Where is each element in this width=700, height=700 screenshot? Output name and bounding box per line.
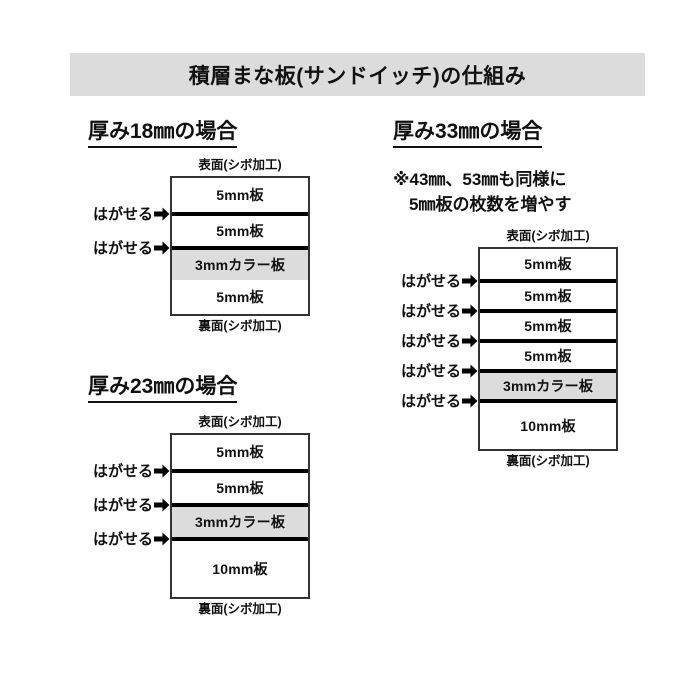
top-face-label-18mm: 表面(シボ加工)	[198, 158, 282, 172]
peelable-callout-thickness-33-4: はがせる	[382, 362, 478, 380]
layer-label: 5mm板	[216, 187, 264, 203]
layer-label: 3mmカラー板	[194, 257, 286, 273]
peelable-callout-thickness-23-2: はがせる	[74, 496, 170, 514]
layer-thickness-23-2: 3mmカラー板	[172, 503, 308, 537]
layer-stack-box-33mm: 5mm板 5mm板 5mm板 5mm板 3mmカラー板 10mm板	[478, 247, 618, 451]
peelable-callout-thickness-23-3: はがせる	[74, 530, 170, 548]
peelable-label: はがせる	[400, 302, 461, 320]
peelable-label: はがせる	[400, 362, 461, 380]
peelable-label: はがせる	[92, 530, 153, 548]
note-33mm: ※43㎜、53㎜も同様に 5㎜板の枚数を増やす	[393, 168, 571, 217]
layer-label: 5mm板	[216, 223, 264, 239]
layer-thickness-23-3: 10mm板	[172, 537, 308, 597]
peelable-label: はがせる	[92, 205, 153, 223]
layer-stack-box-18mm: 5mm板 5mm板 3mmカラー板 5mm板	[170, 176, 310, 316]
section-heading-23mm: 厚み23㎜の場合	[88, 375, 238, 404]
right-arrow-icon	[461, 364, 478, 378]
layer-label: 5mm板	[524, 288, 572, 304]
top-face-label-33mm: 表面(シボ加工)	[506, 229, 590, 243]
bottom-face-label-18mm: 裏面(シボ加工)	[198, 319, 282, 333]
peelable-callout-thickness-18-2: はがせる	[74, 239, 170, 257]
note-line-2: 5㎜板の枚数を増やす	[409, 194, 572, 214]
peelable-callout-thickness-33-5: はがせる	[382, 392, 478, 410]
right-arrow-icon	[153, 241, 170, 255]
layer-stack-box-23mm: 5mm板 5mm板 3mmカラー板 10mm板	[170, 433, 310, 599]
peelable-label: はがせる	[400, 272, 461, 290]
layer-thickness-33-4: 3mmカラー板	[480, 369, 616, 399]
layer-thickness-18-1: 5mm板	[172, 212, 308, 246]
layer-thickness-33-3: 5mm板	[480, 339, 616, 369]
top-face-label-23mm: 表面(シボ加工)	[198, 415, 282, 429]
layer-thickness-33-5: 10mm板	[480, 399, 616, 449]
layer-label: 5mm板	[524, 256, 572, 272]
stack-diagram-23mm: 表面(シボ加工) 5mm板 5mm板 3mmカラー板 10mm板 裏面(シボ加工)	[170, 415, 310, 617]
layer-label: 5mm板	[216, 289, 264, 305]
layer-thickness-18-0: 5mm板	[172, 178, 308, 212]
layer-label: 10mm板	[212, 561, 268, 577]
layer-thickness-33-2: 5mm板	[480, 309, 616, 339]
section-heading-18mm: 厚み18㎜の場合	[88, 120, 238, 149]
stack-diagram-18mm: 表面(シボ加工) 5mm板 5mm板 3mmカラー板 5mm板 裏面(シボ加工)	[170, 158, 310, 334]
layer-label: 5mm板	[524, 348, 572, 364]
peelable-callout-thickness-33-1: はがせる	[382, 272, 478, 290]
layer-label: 3mmカラー板	[502, 378, 594, 394]
peelable-callout-thickness-18-1: はがせる	[74, 205, 170, 223]
layer-thickness-23-0: 5mm板	[172, 435, 308, 469]
section-heading-33mm: 厚み33㎜の場合	[393, 120, 543, 149]
peelable-callout-thickness-33-2: はがせる	[382, 302, 478, 320]
layer-thickness-18-3: 5mm板	[172, 280, 308, 314]
peelable-callout-thickness-23-1: はがせる	[74, 462, 170, 480]
right-arrow-icon	[153, 207, 170, 221]
layer-label: 5mm板	[524, 318, 572, 334]
layer-thickness-23-1: 5mm板	[172, 469, 308, 503]
title-banner: 積層まな板(サンドイッチ)の仕組み	[70, 53, 645, 96]
right-arrow-icon	[461, 304, 478, 318]
layer-thickness-33-0: 5mm板	[480, 249, 616, 279]
peelable-label: はがせる	[400, 392, 461, 410]
layer-label: 10mm板	[520, 418, 576, 434]
layer-thickness-18-2: 3mmカラー板	[172, 246, 308, 280]
right-arrow-icon	[461, 334, 478, 348]
right-arrow-icon	[461, 394, 478, 408]
peelable-label: はがせる	[400, 332, 461, 350]
layer-label: 5mm板	[216, 444, 264, 460]
bottom-face-label-33mm: 裏面(シボ加工)	[506, 454, 590, 468]
right-arrow-icon	[153, 532, 170, 546]
layer-thickness-33-1: 5mm板	[480, 279, 616, 309]
right-arrow-icon	[461, 274, 478, 288]
peelable-label: はがせる	[92, 462, 153, 480]
peelable-label: はがせる	[92, 239, 153, 257]
stack-diagram-33mm: 表面(シボ加工) 5mm板 5mm板 5mm板 5mm板 3mmカラー板 10mm板 裏面…	[478, 229, 618, 469]
peelable-label: はがせる	[92, 496, 153, 514]
peelable-callout-thickness-33-3: はがせる	[382, 332, 478, 350]
note-line-1: ※43㎜、53㎜も同様に	[393, 170, 567, 189]
layer-label: 3mmカラー板	[194, 514, 286, 530]
layer-label: 5mm板	[216, 480, 264, 496]
right-arrow-icon	[153, 464, 170, 478]
right-arrow-icon	[153, 498, 170, 512]
page-title: 積層まな板(サンドイッチ)の仕組み	[188, 64, 527, 88]
bottom-face-label-23mm: 裏面(シボ加工)	[198, 602, 282, 616]
